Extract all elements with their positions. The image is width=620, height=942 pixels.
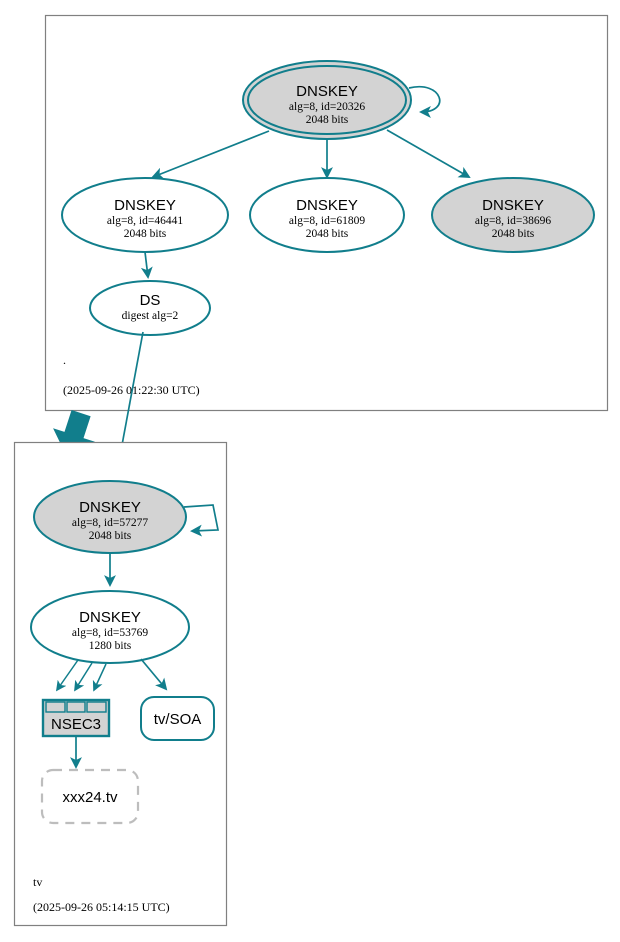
node-dnskey-20326-title: DNSKEY [296, 83, 358, 100]
node-dnskey-38696[interactable]: DNSKEY alg=8, id=38696 2048 bits [431, 177, 595, 253]
node-nsec3-sig-cell-1 [45, 701, 66, 713]
edge-53769-to-nsec3-c [92, 663, 107, 692]
node-dnskey-53769-params: alg=8, id=53769 [72, 627, 148, 639]
node-dnskey-57277-params: alg=8, id=57277 [72, 517, 148, 529]
node-dnskey-46441-size: 2048 bits [124, 228, 167, 240]
node-nsec3[interactable]: NSEC3 [41, 698, 111, 738]
node-tv-soa[interactable]: tv/SOA [140, 696, 215, 741]
node-dnskey-61809-title: DNSKEY [296, 197, 358, 214]
node-dnskey-53769-title: DNSKEY [79, 609, 141, 626]
node-xxx24-tv-label: xxx24.tv [62, 789, 118, 806]
edge-self-sign-20326 [408, 85, 441, 118]
node-dnskey-20326-outer-ellipse [242, 60, 412, 140]
node-dnskey-46441-title: DNSKEY [114, 197, 176, 214]
edge-53769-to-soa [140, 658, 168, 691]
node-dnskey-46441-params: alg=8, id=46441 [107, 215, 183, 227]
zone-tv: DNSKEY alg=8, id=57277 2048 bits DNSKEY … [13, 441, 228, 927]
zone-tv-name: tv [33, 875, 42, 889]
node-dnskey-38696-title: DNSKEY [482, 197, 544, 214]
edge-20326-to-38696 [386, 129, 471, 178]
zone-root-name: . [63, 353, 66, 367]
node-ds-digest-alg-2[interactable]: DS digest alg=2 [89, 280, 211, 336]
node-ds-digest: digest alg=2 [122, 310, 179, 322]
zone-root-timestamp: (2025-09-26 01:22:30 UTC) [63, 383, 200, 397]
node-xxx24-tv-box [40, 768, 140, 825]
edge-20326-to-46441 [151, 130, 270, 179]
zone-tv-timestamp: (2025-09-26 05:14:15 UTC) [33, 900, 170, 914]
node-ds-title: DS [140, 292, 161, 309]
node-xxx24-tv[interactable]: xxx24.tv [40, 768, 140, 825]
node-dnskey-61809-params: alg=8, id=61809 [289, 215, 365, 227]
node-dnskey-61809-ellipse [249, 177, 405, 253]
node-dnskey-57277[interactable]: DNSKEY alg=8, id=57277 2048 bits [33, 480, 187, 554]
node-dnskey-38696-size: 2048 bits [492, 228, 535, 240]
node-dnskey-20326-params: alg=8, id=20326 [289, 101, 365, 113]
node-dnskey-20326-size: 2048 bits [306, 114, 349, 126]
node-tv-soa-box [140, 696, 215, 741]
edge-53769-to-nsec3-a [55, 659, 79, 692]
node-nsec3-sig-cell-3 [86, 701, 107, 713]
node-tv-soa-label: tv/SOA [154, 711, 202, 728]
node-ds-ellipse [89, 280, 211, 336]
node-nsec3-sig-cell-2 [66, 701, 86, 713]
node-dnskey-46441[interactable]: DNSKEY alg=8, id=46441 2048 bits [61, 177, 229, 253]
edge-53769-to-nsec3-b [74, 662, 93, 692]
node-dnskey-53769-ellipse [30, 590, 190, 664]
node-dnskey-61809[interactable]: DNSKEY alg=8, id=61809 2048 bits [249, 177, 405, 253]
zone-root: DNSKEY alg=8, id=20326 2048 bits DNSKEY … [44, 14, 609, 412]
node-dnskey-53769[interactable]: DNSKEY alg=8, id=53769 1280 bits [30, 590, 190, 664]
node-dnskey-57277-title: DNSKEY [79, 499, 141, 516]
node-dnskey-38696-params: alg=8, id=38696 [475, 215, 551, 227]
node-dnskey-61809-size: 2048 bits [306, 228, 349, 240]
edge-46441-to-ds [140, 251, 153, 279]
node-dnskey-57277-size: 2048 bits [89, 530, 132, 542]
node-dnskey-20326[interactable]: DNSKEY alg=8, id=20326 2048 bits [242, 60, 412, 140]
node-dnskey-53769-size: 1280 bits [89, 640, 132, 652]
node-dnskey-20326-inner-ellipse [247, 65, 407, 135]
edge-self-sign-57277 [183, 504, 220, 537]
node-dnskey-38696-ellipse [431, 177, 595, 253]
node-nsec3-label: NSEC3 [51, 716, 101, 733]
